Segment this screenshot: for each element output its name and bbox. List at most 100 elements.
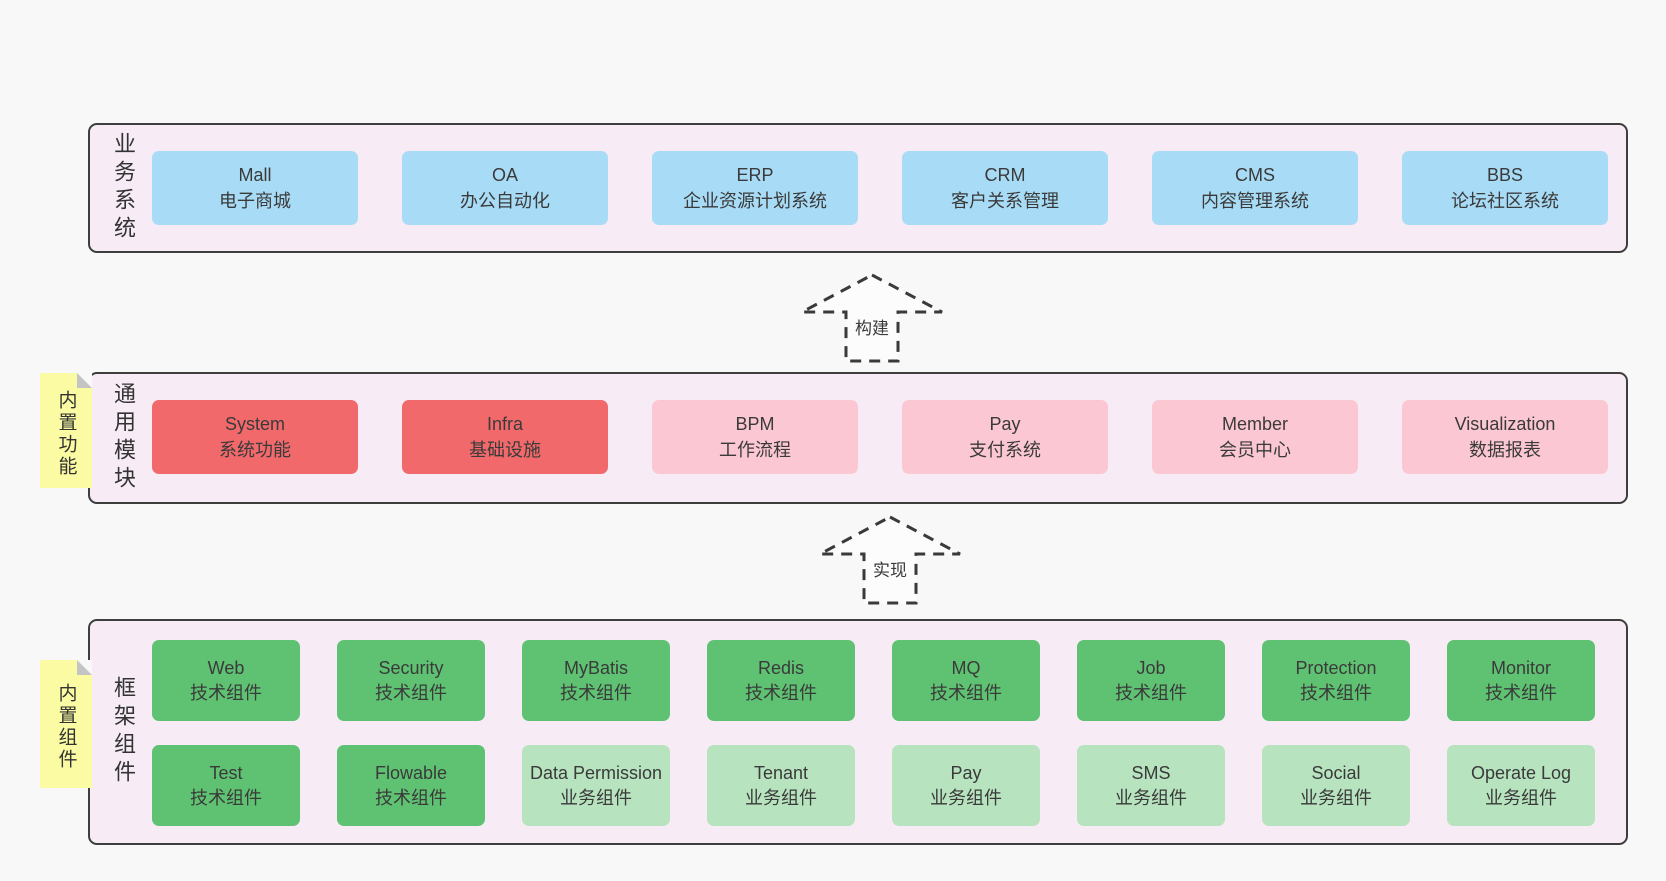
box-cms: CMS 内容管理系统 (1152, 151, 1358, 225)
box-title: Member (1221, 414, 1288, 434)
band-label-components: 框架组件 (111, 676, 136, 788)
components-row-2: Test 技术组件 Flowable 技术组件 Data Permission … (152, 745, 1595, 826)
box-title: Flowable (374, 762, 448, 783)
box-mybatis: MyBatis 技术组件 (522, 640, 670, 721)
box-subtitle: 技术组件 (1300, 682, 1372, 703)
box-data-permission: Data Permission 业务组件 (522, 745, 670, 826)
box-title: Monitor (1490, 657, 1552, 678)
box-title: ERP (736, 165, 774, 185)
box-subtitle: 数据报表 (1469, 440, 1541, 460)
arrow-build: 构建 (797, 272, 947, 364)
sticky-built-in-features: 内置功能 (40, 373, 92, 488)
box-subtitle: 业务组件 (1300, 787, 1372, 808)
box-erp: ERP 企业资源计划系统 (652, 151, 858, 225)
box-title: Operate Log (1470, 762, 1572, 783)
box-subtitle: 技术组件 (930, 682, 1002, 703)
band-common-modules: 通用模块 System 系统功能 Infra 基础设施 BPM 工作流程 Pay… (88, 372, 1628, 504)
box-social: Social 业务组件 (1262, 745, 1410, 826)
business-box-row: Mall 电子商城 OA 办公自动化 ERP 企业资源计划系统 CRM 客户关系… (152, 151, 1608, 225)
box-subtitle: 论坛社区系统 (1451, 191, 1559, 211)
arrow-implement: 实现 (815, 514, 965, 606)
band-label-modules: 通用模块 (111, 382, 136, 494)
box-bbs: BBS 论坛社区系统 (1402, 151, 1608, 225)
box-bpm: BPM 工作流程 (652, 400, 858, 474)
box-monitor: Monitor 技术组件 (1447, 640, 1595, 721)
box-security: Security 技术组件 (337, 640, 485, 721)
box-title: CRM (984, 165, 1026, 185)
box-subtitle: 技术组件 (1115, 682, 1187, 703)
box-title: Social (1311, 762, 1361, 783)
box-title: Job (1136, 657, 1166, 678)
band-label-business: 业务系统 (111, 132, 136, 244)
box-subtitle: 技术组件 (190, 682, 262, 703)
sticky-built-in-components: 内置组件 (40, 660, 92, 788)
modules-box-row: System 系统功能 Infra 基础设施 BPM 工作流程 Pay 支付系统… (152, 400, 1608, 474)
box-title: Visualization (1454, 414, 1556, 434)
box-title: Pay (989, 414, 1021, 434)
box-job: Job 技术组件 (1077, 640, 1225, 721)
sticky-label: 内置组件 (55, 683, 77, 771)
box-title: Security (378, 657, 444, 678)
box-pay-module: Pay 支付系统 (902, 400, 1108, 474)
box-infra: Infra 基础设施 (402, 400, 608, 474)
box-crm: CRM 客户关系管理 (902, 151, 1108, 225)
band-framework-components: 框架组件 Web 技术组件 Security 技术组件 MyBatis 技术组件… (88, 619, 1628, 845)
box-subtitle: 电子商城 (219, 191, 291, 211)
box-title: MQ (951, 657, 981, 678)
box-subtitle: 企业资源计划系统 (683, 191, 827, 211)
box-test: Test 技术组件 (152, 745, 300, 826)
arrow-implement-label: 实现 (870, 556, 910, 581)
box-flowable: Flowable 技术组件 (337, 745, 485, 826)
box-title: MyBatis (563, 657, 628, 678)
box-title: Data Permission (529, 762, 663, 783)
box-subtitle: 技术组件 (745, 682, 817, 703)
box-title: CMS (1235, 165, 1275, 185)
box-title: Protection (1295, 657, 1377, 678)
box-mall: Mall 电子商城 (152, 151, 358, 225)
box-subtitle: 会员中心 (1219, 440, 1291, 460)
box-pay-component: Pay 业务组件 (892, 745, 1040, 826)
box-subtitle: 技术组件 (190, 787, 262, 808)
box-subtitle: 业务组件 (1115, 787, 1187, 808)
box-title: Test (209, 762, 243, 783)
box-title: Infra (486, 414, 524, 434)
box-mq: MQ 技术组件 (892, 640, 1040, 721)
box-subtitle: 业务组件 (560, 787, 632, 808)
band-business-systems: 业务系统 Mall 电子商城 OA 办公自动化 ERP 企业资源计划系统 CRM… (88, 123, 1628, 253)
box-visualization: Visualization 数据报表 (1402, 400, 1608, 474)
box-subtitle: 系统功能 (219, 440, 291, 460)
box-subtitle: 基础设施 (469, 440, 541, 460)
box-title: Redis (757, 657, 805, 678)
box-operate-log: Operate Log 业务组件 (1447, 745, 1595, 826)
box-subtitle: 内容管理系统 (1201, 191, 1309, 211)
box-system: System 系统功能 (152, 400, 358, 474)
box-title: Pay (950, 762, 982, 783)
box-oa: OA 办公自动化 (402, 151, 608, 225)
box-title: BPM (735, 414, 775, 434)
box-web: Web 技术组件 (152, 640, 300, 721)
box-subtitle: 办公自动化 (460, 191, 550, 211)
box-title: Mall (238, 165, 272, 185)
sticky-label: 内置功能 (55, 389, 77, 478)
box-title: System (224, 414, 285, 434)
components-row-1: Web 技术组件 Security 技术组件 MyBatis 技术组件 Redi… (152, 640, 1595, 721)
box-subtitle: 技术组件 (1485, 682, 1557, 703)
box-subtitle: 支付系统 (969, 440, 1041, 460)
box-title: Web (207, 657, 245, 678)
arrow-build-label: 构建 (852, 314, 892, 339)
box-title: OA (491, 165, 518, 185)
box-protection: Protection 技术组件 (1262, 640, 1410, 721)
box-subtitle: 工作流程 (719, 440, 791, 460)
box-sms: SMS 业务组件 (1077, 745, 1225, 826)
box-title: SMS (1131, 762, 1171, 783)
box-tenant: Tenant 业务组件 (707, 745, 855, 826)
box-subtitle: 技术组件 (375, 682, 447, 703)
box-subtitle: 技术组件 (375, 787, 447, 808)
box-subtitle: 业务组件 (1485, 787, 1557, 808)
box-title: BBS (1486, 165, 1524, 185)
box-subtitle: 技术组件 (560, 682, 632, 703)
box-member: Member 会员中心 (1152, 400, 1358, 474)
box-subtitle: 客户关系管理 (951, 191, 1059, 211)
box-title: Tenant (753, 762, 809, 783)
